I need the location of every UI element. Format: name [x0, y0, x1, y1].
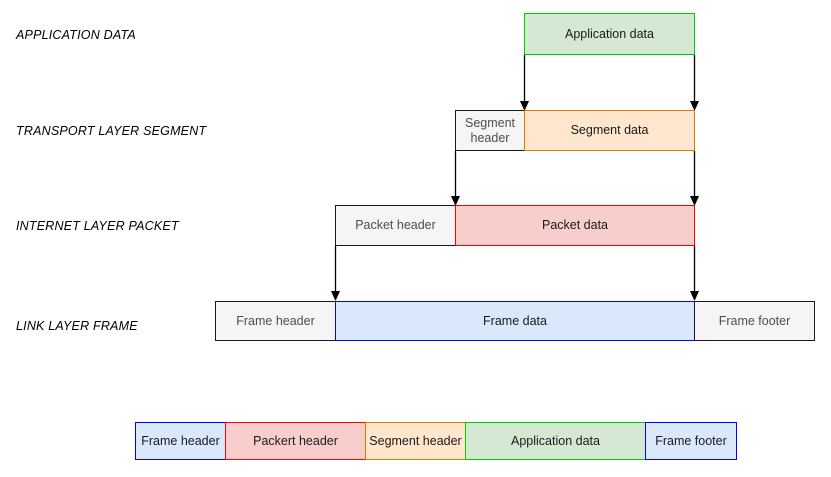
box-segment-header: Segment header [455, 110, 525, 151]
legend-bar: Frame header Packert header Segment head… [135, 422, 737, 460]
row-label-internet-layer-packet: INTERNET LAYER PACKET [16, 219, 179, 233]
legend-item-application-data: Application data [465, 422, 646, 460]
box-application-data: Application data [524, 13, 695, 55]
row-label-transport-layer-segment: TRANSPORT LAYER SEGMENT [16, 124, 207, 138]
box-frame-footer: Frame footer [694, 301, 815, 341]
segment-header-line-1: Segment [464, 115, 516, 130]
row-label-link-layer-frame: LINK LAYER FRAME [16, 319, 138, 333]
box-packet-data: Packet data [455, 205, 695, 246]
box-segment-data: Segment data [524, 110, 695, 151]
legend-item-packet-header: Packert header [225, 422, 366, 460]
box-frame-header: Frame header [215, 301, 336, 341]
segment-header-line-2: header [470, 130, 510, 145]
legend-item-frame-footer: Frame footer [645, 422, 737, 460]
legend-item-frame-header: Frame header [135, 422, 226, 460]
row-label-application-data: APPLICATION DATA [16, 28, 136, 42]
legend-item-segment-header: Segment header [365, 422, 466, 460]
box-frame-data: Frame data [335, 301, 695, 341]
box-packet-header: Packet header [335, 205, 456, 246]
